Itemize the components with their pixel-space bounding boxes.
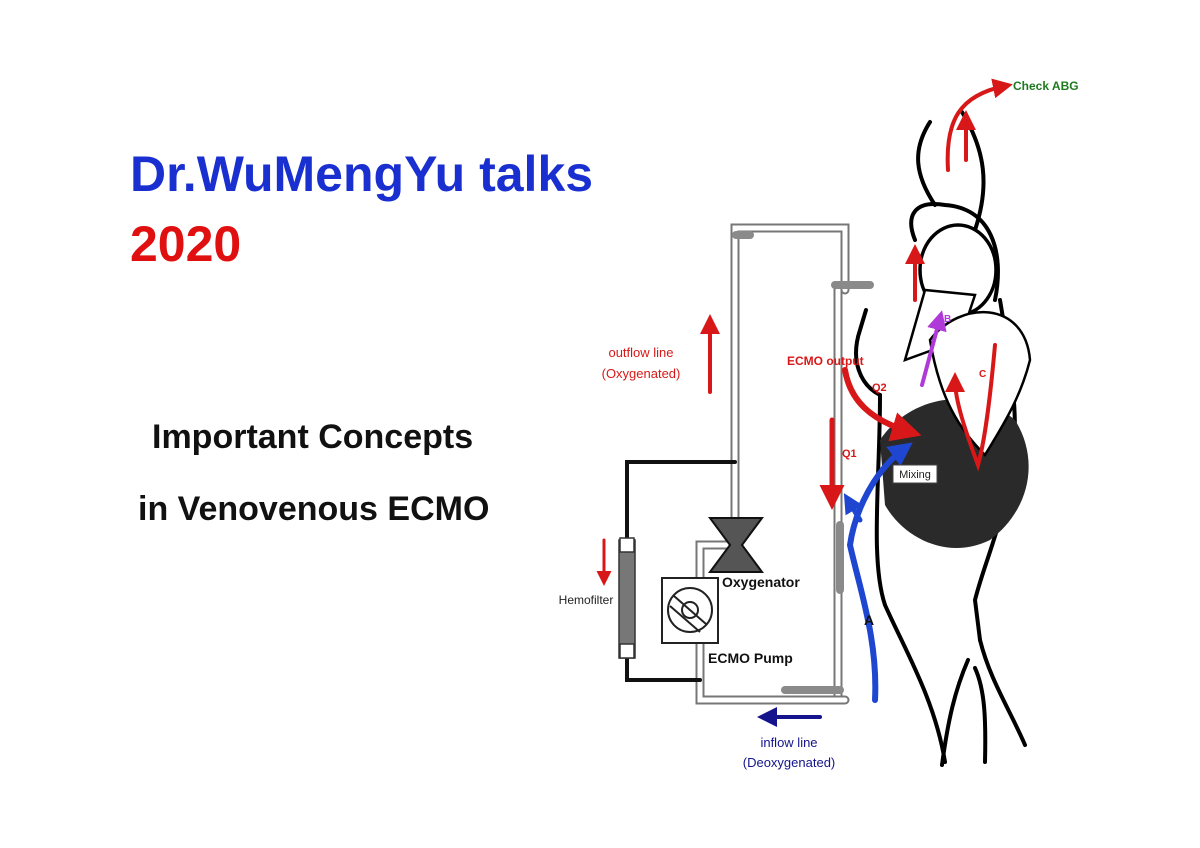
deoxygenated-flow-a <box>846 442 913 703</box>
title-line-1: Dr.WuMengYu talks <box>130 146 594 202</box>
inflow-deoxygenated-label: (Deoxygenated) <box>743 755 836 770</box>
ecmo-pump-device <box>661 577 719 644</box>
label-b: B <box>944 314 951 325</box>
q2-arrow <box>842 367 922 442</box>
title-line-2: 2020 <box>130 216 242 272</box>
ecmo-output-label: ECMO output <box>787 354 864 368</box>
outflow-oxygenated-label: (Oxygenated) <box>602 366 681 381</box>
oxygenator-device <box>708 517 764 573</box>
mixing-label: Mixing <box>899 469 931 481</box>
outflow-line-label: outflow line <box>608 345 673 360</box>
heart <box>880 223 1032 548</box>
q1-label: Q1 <box>842 448 857 460</box>
check-abg-label: Check ABG <box>1013 79 1079 93</box>
subtitle-line-1: Important Concepts <box>152 418 474 456</box>
ecmo-circuit-diagram: Check ABG outflow line (Oxygenated) ECMO… <box>559 78 1079 770</box>
oxygenator-label: Oxygenator <box>722 574 800 590</box>
hemofilter-label: Hemofilter <box>559 593 614 607</box>
hemofilter-cartridge <box>618 537 636 659</box>
subtitle-line-2: in Venovenous ECMO <box>138 490 490 528</box>
diagram-labels: Check ABG outflow line (Oxygenated) ECMO… <box>559 79 1079 770</box>
check-abg-arrow <box>945 78 1013 172</box>
inflow-line-label: inflow line <box>760 735 817 750</box>
label-a: A <box>864 612 874 628</box>
label-c: C <box>979 369 986 380</box>
b-arrow <box>920 310 947 387</box>
c-arrow <box>945 343 997 472</box>
ecmo-pump-label: ECMO Pump <box>708 650 793 666</box>
q2-label: Q2 <box>872 382 887 394</box>
flow-arrows <box>596 78 1013 727</box>
mixing-box <box>892 464 938 484</box>
